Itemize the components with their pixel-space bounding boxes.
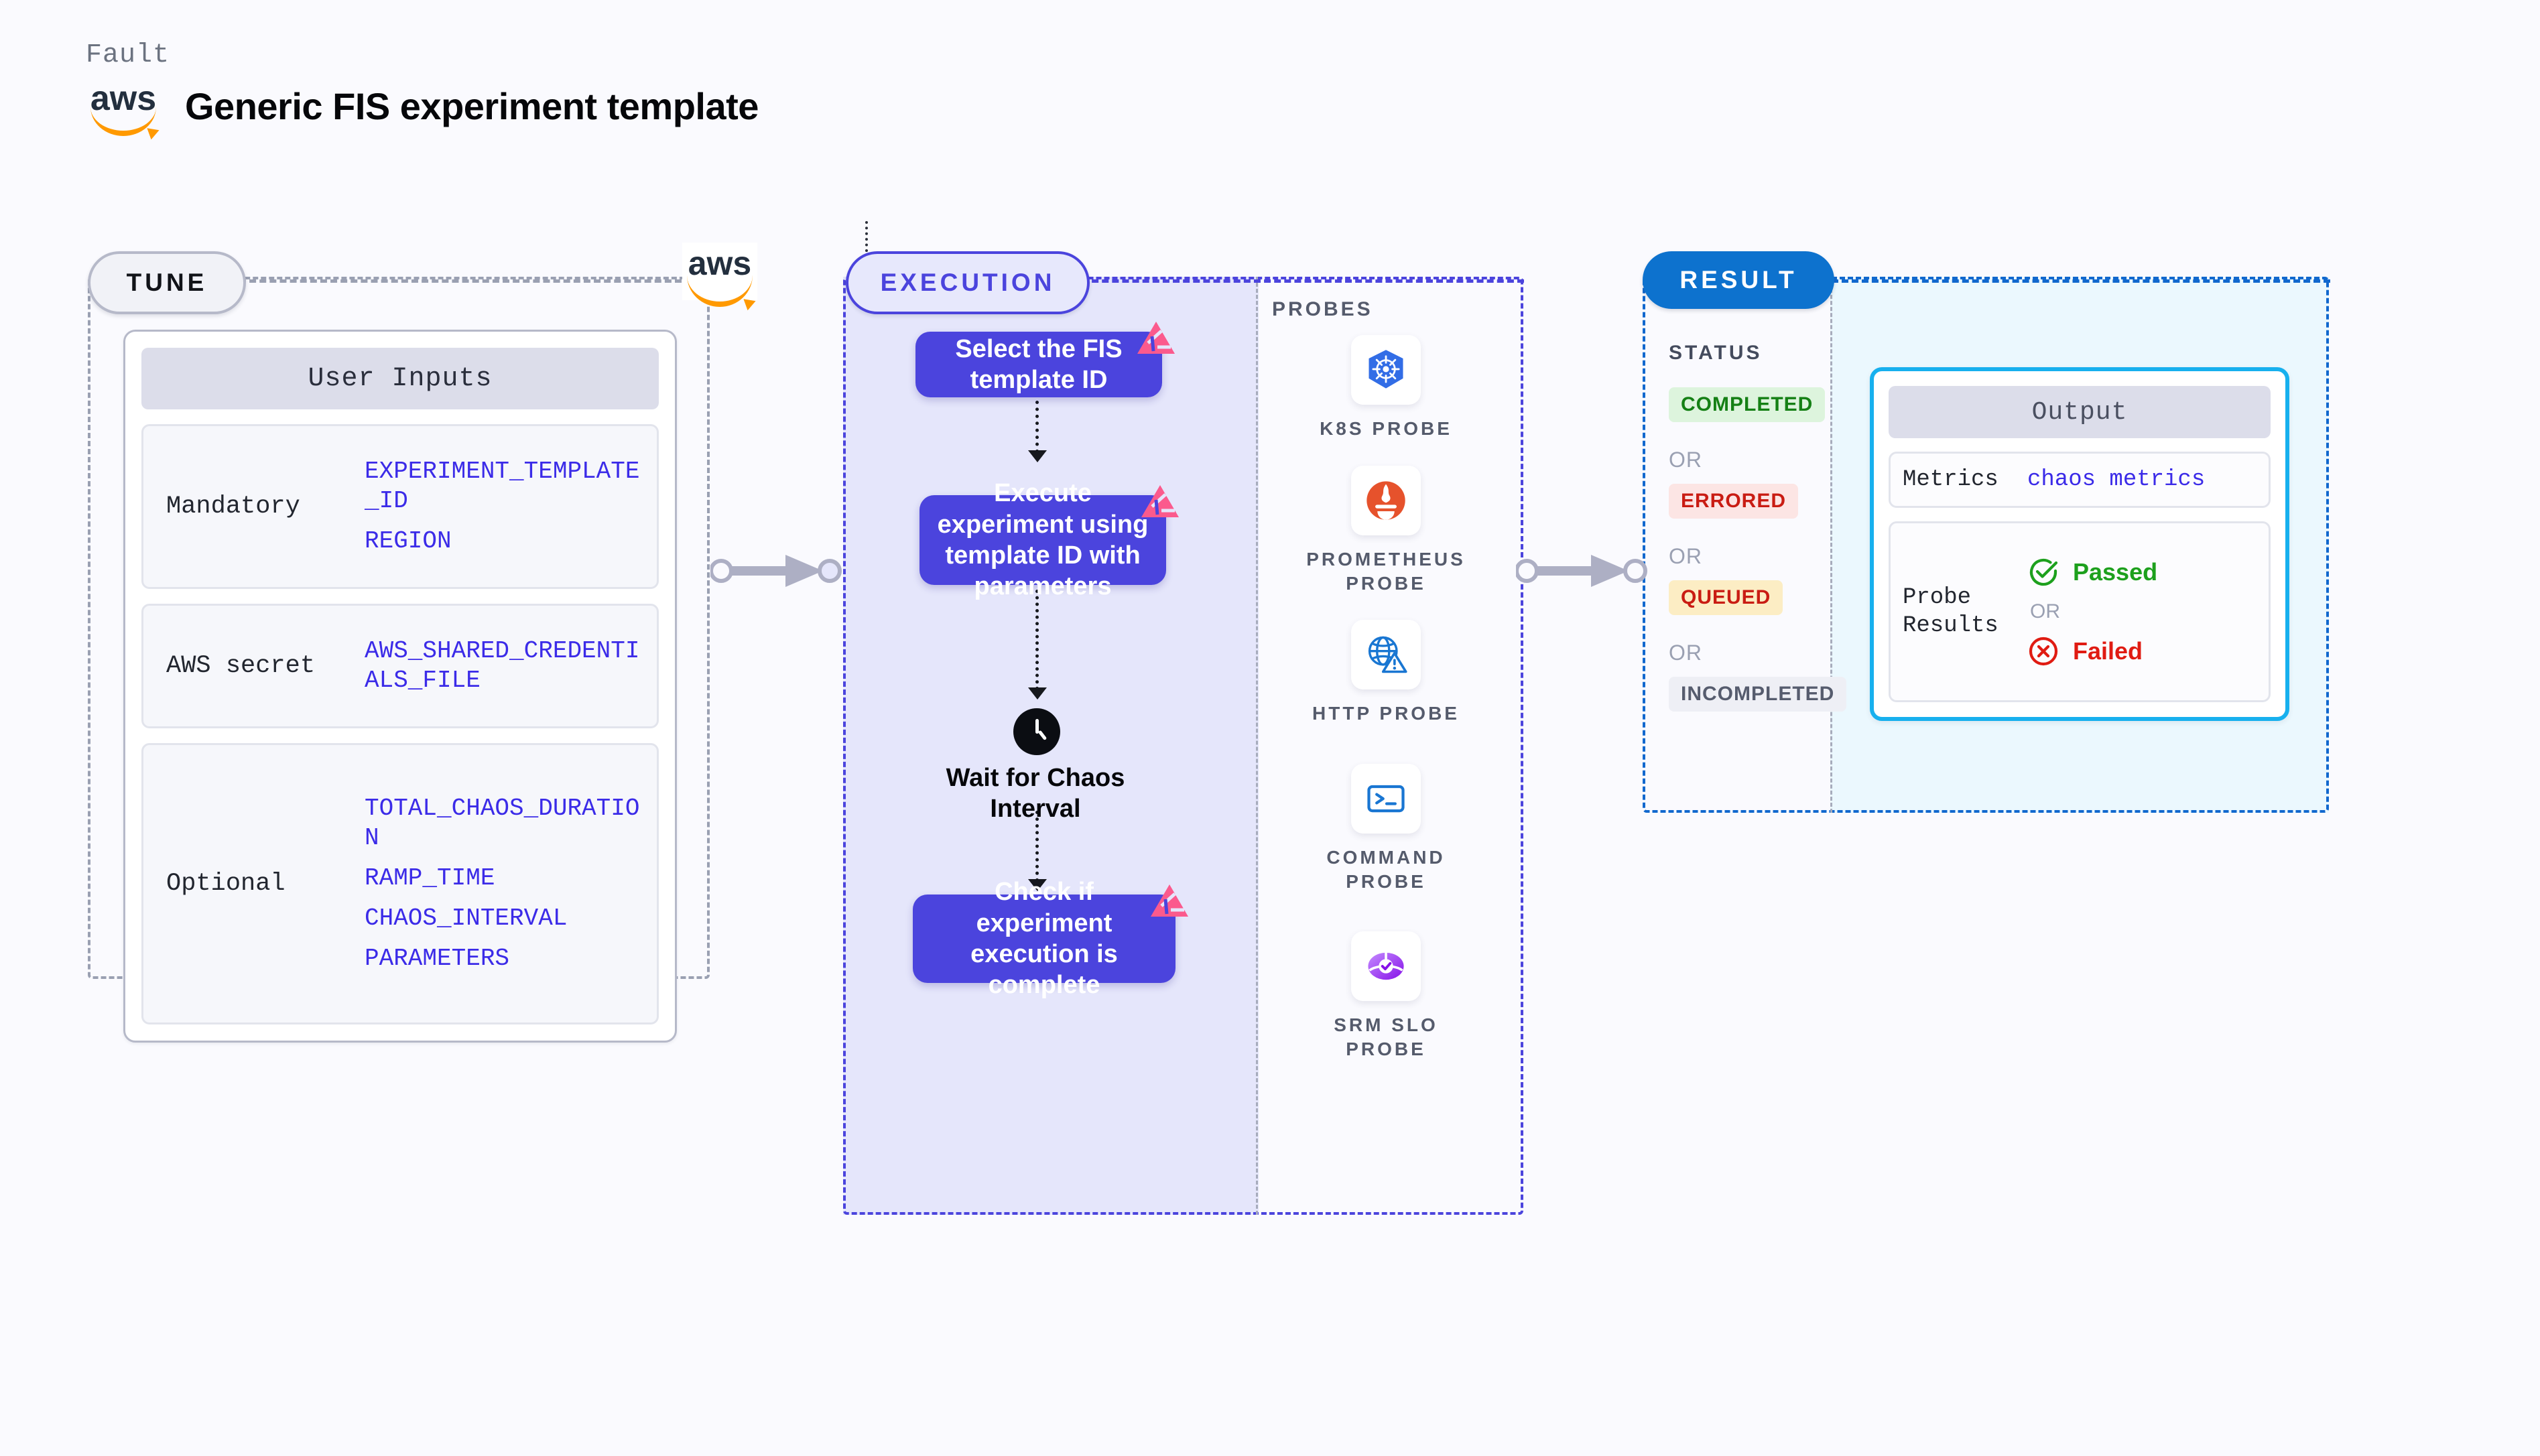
flow-step-check-complete[interactable]: Check if experiment execution is complet… bbox=[913, 878, 1176, 999]
env-var: PARAMETERS bbox=[365, 944, 510, 972]
stage-pill-execution[interactable]: EXECUTION bbox=[846, 251, 1090, 314]
result-divider bbox=[1830, 277, 1832, 813]
probe-tile bbox=[1351, 466, 1421, 535]
verdict-passed: Passed bbox=[2027, 556, 2257, 588]
probe-tile bbox=[1351, 335, 1421, 405]
tune-group-label: AWS secret bbox=[166, 652, 316, 680]
or-separator: OR bbox=[1669, 641, 1702, 665]
connector-tune-to-execution bbox=[710, 555, 842, 587]
kubernetes-icon bbox=[1369, 350, 1403, 389]
probe-item-http[interactable]: HTTP PROBE bbox=[1306, 620, 1466, 726]
verdict-failed: Failed bbox=[2027, 635, 2257, 667]
status-badge-errored: ERRORED bbox=[1669, 484, 1799, 519]
env-var: AWS_SHARED_CREDENTIALS_FILE bbox=[365, 637, 640, 694]
connector-execution-to-result bbox=[1516, 555, 1647, 587]
srm-slo-icon bbox=[1368, 951, 1404, 980]
flow-step-wait-label: Wait for Chaos Interval bbox=[946, 764, 1125, 823]
execution-panel bbox=[843, 277, 1523, 1215]
probe-tile bbox=[1351, 931, 1421, 1001]
page-header: Fault aws Generic FIS experiment templat… bbox=[86, 40, 759, 136]
output-card: Output Metrics chaos metrics Probe Resul… bbox=[1870, 367, 2289, 721]
probes-divider bbox=[1256, 277, 1258, 1215]
flow-arrow bbox=[1028, 811, 1047, 891]
failed-label: Failed bbox=[2073, 637, 2143, 665]
metrics-label: Metrics bbox=[1903, 466, 1998, 492]
env-var: REGION bbox=[365, 527, 452, 555]
tune-group-mandatory: Mandatory EXPERIMENT_TEMPLATE_ID REGION bbox=[141, 424, 659, 589]
status-badge-queued: QUEUED bbox=[1669, 580, 1783, 615]
probe-label: SRM SLO PROBE bbox=[1334, 1014, 1438, 1059]
output-title: Output bbox=[1889, 386, 2271, 438]
page-title: Generic FIS experiment template bbox=[185, 84, 759, 127]
probe-label: HTTP PROBE bbox=[1312, 703, 1460, 724]
tune-group-label: Optional bbox=[166, 870, 285, 898]
env-var: CHAOS_INTERVAL bbox=[365, 904, 568, 932]
check-circle-icon bbox=[2029, 558, 2058, 586]
terminal-icon bbox=[1367, 785, 1405, 813]
eyebrow-label: Fault bbox=[86, 40, 170, 70]
metrics-value-wrap: chaos metrics bbox=[2027, 467, 2257, 492]
probe-results-label: Probe Results bbox=[1903, 584, 1998, 639]
tune-group-optional: Optional TOTAL_CHAOS_DURATION RAMP_TIME … bbox=[141, 743, 659, 1024]
stage-pill-result[interactable]: RESULT bbox=[1643, 251, 1834, 309]
flow-arrow bbox=[1028, 401, 1047, 462]
flow-arrow bbox=[1028, 590, 1047, 700]
passed-label: Passed bbox=[2073, 558, 2158, 586]
probe-tile bbox=[1351, 764, 1421, 834]
output-row-probe-results: Probe Results Passed OR Failed bbox=[1889, 521, 2271, 702]
metrics-value: chaos metrics bbox=[2027, 467, 2206, 492]
execution-tick-line bbox=[865, 221, 868, 252]
stage-pill-tune[interactable]: TUNE bbox=[88, 251, 246, 314]
or-separator: OR bbox=[1669, 448, 1702, 472]
tune-tail-line bbox=[239, 279, 682, 283]
tune-group-aws-secret: AWS secret AWS_SHARED_CREDENTIALS_FILE bbox=[141, 604, 659, 728]
aws-logo-badge: aws bbox=[682, 243, 757, 307]
tune-group-vars: TOTAL_CHAOS_DURATION RAMP_TIME CHAOS_INT… bbox=[365, 783, 643, 984]
probe-item-command[interactable]: COMMAND PROBE bbox=[1306, 764, 1466, 894]
probe-results-values: Passed OR Failed bbox=[2027, 556, 2257, 667]
or-separator: OR bbox=[1669, 544, 1702, 568]
result-tail-line bbox=[1832, 279, 2330, 283]
prometheus-icon bbox=[1367, 481, 1405, 520]
probe-item-srm-slo[interactable]: SRM SLO PROBE bbox=[1306, 931, 1466, 1061]
user-inputs-card: User Inputs Mandatory EXPERIMENT_TEMPLAT… bbox=[123, 330, 677, 1043]
status-title: STATUS bbox=[1669, 342, 1763, 364]
env-var: TOTAL_CHAOS_DURATION bbox=[365, 795, 640, 852]
probe-tile bbox=[1351, 620, 1421, 689]
or-separator: OR bbox=[2030, 600, 2060, 622]
flow-step-execute-experiment[interactable]: Execute experiment using template ID wit… bbox=[919, 479, 1166, 600]
env-var: EXPERIMENT_TEMPLATE_ID bbox=[365, 458, 640, 515]
http-globe-warning-icon bbox=[1368, 636, 1407, 673]
user-inputs-title: User Inputs bbox=[141, 348, 659, 409]
probe-label: K8S PROBE bbox=[1320, 418, 1452, 439]
env-var: RAMP_TIME bbox=[365, 864, 495, 892]
clock-icon bbox=[1013, 708, 1060, 755]
probe-label: COMMAND PROBE bbox=[1326, 847, 1446, 892]
probe-item-prometheus[interactable]: PROMETHEUS PROBE bbox=[1306, 466, 1466, 596]
tune-group-vars: AWS_SHARED_CREDENTIALS_FILE bbox=[365, 626, 643, 706]
probes-title: PROBES bbox=[1272, 298, 1373, 320]
result-panel bbox=[1643, 277, 2329, 813]
probe-label: PROMETHEUS PROBE bbox=[1306, 549, 1466, 594]
aws-logo: aws bbox=[86, 80, 161, 136]
tune-group-vars: EXPERIMENT_TEMPLATE_ID REGION bbox=[365, 446, 643, 567]
execution-tail-line bbox=[1082, 279, 1524, 283]
status-badge-incompleted: INCOMPLETED bbox=[1669, 677, 1847, 712]
tune-group-label: Mandatory bbox=[166, 492, 300, 521]
brand-row: aws Generic FIS experiment template bbox=[86, 80, 759, 136]
flow-step-select-template[interactable]: Select the FIS template ID bbox=[915, 332, 1162, 397]
output-row-metrics: Metrics chaos metrics bbox=[1889, 452, 2271, 508]
status-badge-completed: COMPLETED bbox=[1669, 387, 1826, 422]
probe-item-k8s[interactable]: K8S PROBE bbox=[1306, 335, 1466, 441]
x-circle-icon bbox=[2029, 637, 2058, 666]
